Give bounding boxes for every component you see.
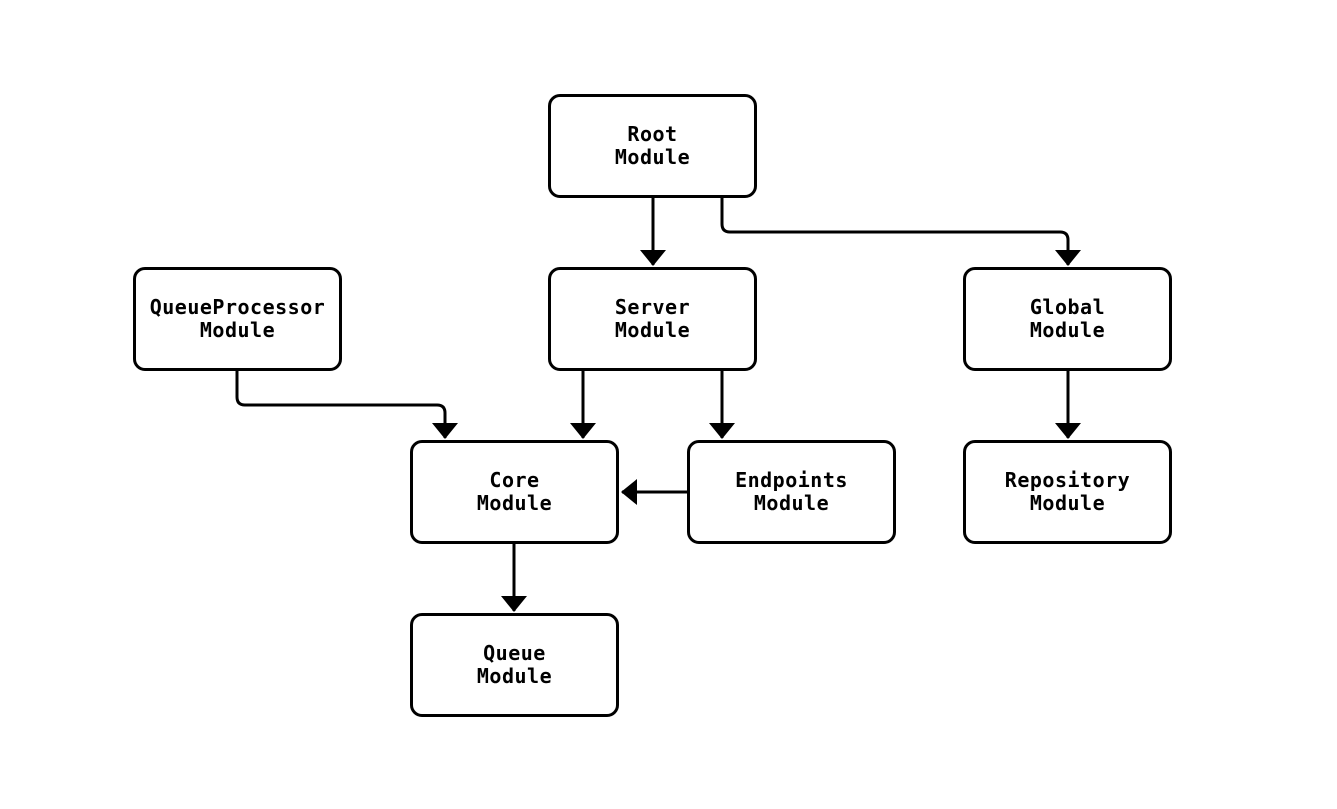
node-queueprocessor: QueueProcessor Module: [133, 267, 342, 371]
node-server: Server Module: [548, 267, 757, 371]
edge-queueprocessor-to-core: [235, 371, 458, 439]
node-repository: Repository Module: [963, 440, 1172, 544]
node-global: Global Module: [963, 267, 1172, 371]
node-core: Core Module: [410, 440, 619, 544]
node-queue: Queue Module: [410, 613, 619, 717]
node-queueprocessor-label: QueueProcessor Module: [149, 295, 326, 342]
node-endpoints: Endpoints Module: [687, 440, 896, 544]
node-root-label: Root Module: [614, 122, 691, 169]
node-core-label: Core Module: [476, 468, 553, 515]
node-endpoints-label: Endpoints Module: [735, 468, 848, 515]
node-queue-label: Queue Module: [476, 641, 553, 688]
node-global-label: Global Module: [1029, 295, 1106, 342]
node-server-label: Server Module: [614, 295, 691, 342]
node-repository-label: Repository Module: [1004, 468, 1131, 515]
node-root: Root Module: [548, 94, 757, 198]
edge-root-to-global: [720, 198, 1081, 266]
